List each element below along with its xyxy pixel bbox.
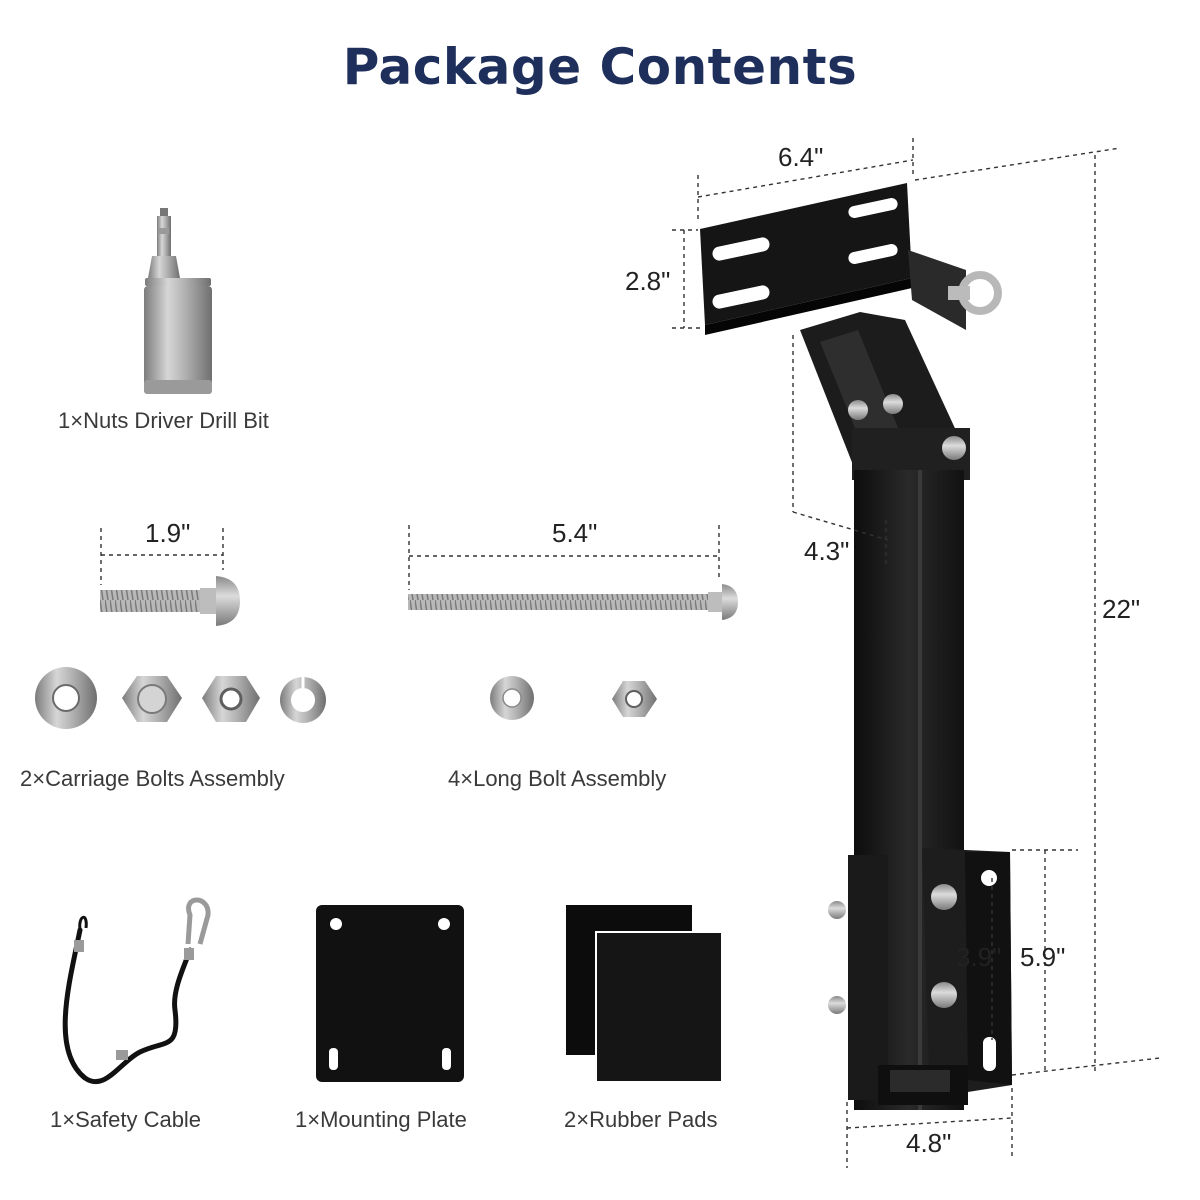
carriage-bolt-dimension — [100, 528, 224, 585]
ceiling-bracket-icon — [700, 183, 1012, 1110]
bracket-dimension-lines — [672, 138, 1161, 1168]
dim-long-bolt-length: 5.4" — [552, 518, 598, 548]
dim-top-plate-width: 6.4" — [778, 142, 824, 172]
mounting-plate-icon — [316, 905, 464, 1082]
flat-washer-icon — [35, 667, 97, 729]
caption-mounting-plate: 1×Mounting Plate — [295, 1107, 467, 1132]
hex-nut-icon — [202, 676, 260, 722]
small-nut-icon — [612, 681, 657, 717]
acorn-nut-icon — [122, 676, 182, 722]
caption-rubber-pads: 2×Rubber Pads — [564, 1107, 718, 1132]
dim-bottom-width: 4.8" — [906, 1128, 952, 1158]
page-title: Package Contents — [342, 38, 858, 96]
dim-carriage-bolt-length: 1.9" — [145, 518, 191, 548]
long-bolt-icon — [408, 584, 738, 620]
caption-carriage-bolts: 2×Carriage Bolts Assembly — [20, 766, 285, 791]
dim-bracket-depth: 4.3" — [804, 536, 850, 566]
dim-lower-hole-spacing: 3.9" — [956, 942, 1002, 972]
small-washer-icon — [490, 676, 534, 720]
safety-cable-icon — [62, 897, 211, 1085]
carriage-bolt-icon — [100, 576, 240, 626]
long-bolt-dimension — [408, 525, 720, 590]
dim-total-height: 22" — [1102, 594, 1141, 624]
caption-safety-cable: 1×Safety Cable — [50, 1107, 202, 1132]
drill-bit-icon — [144, 208, 212, 394]
caption-drill-bit: 1×Nuts Driver Drill Bit — [58, 408, 269, 433]
rubber-pads-icon — [566, 905, 723, 1083]
dim-top-plate-height: 2.8" — [625, 266, 671, 296]
caption-long-bolts: 4×Long Bolt Assembly — [448, 766, 667, 791]
lock-washer-icon — [280, 677, 326, 723]
dim-lower-bracket-height: 5.9" — [1020, 942, 1066, 972]
